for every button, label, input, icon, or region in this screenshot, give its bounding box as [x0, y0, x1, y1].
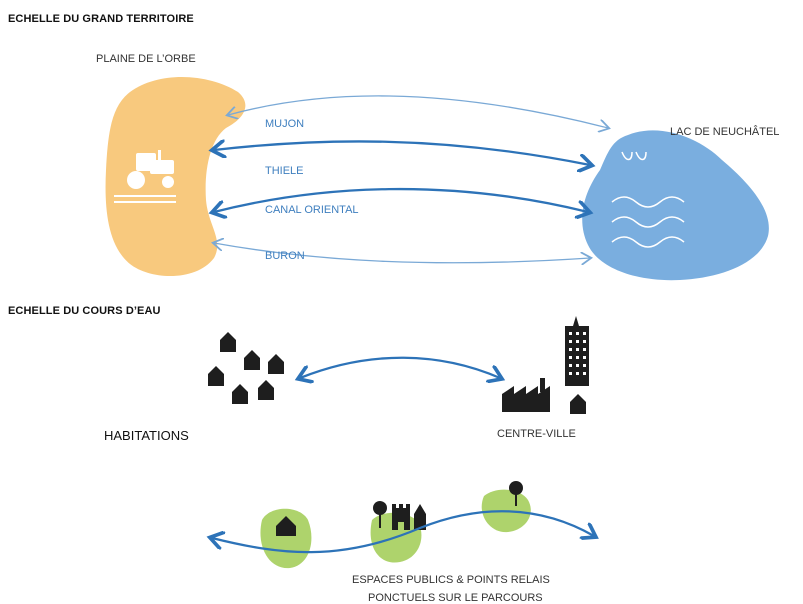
tower-windows-icon: [569, 332, 586, 375]
river-label-mujon: MUJON: [265, 118, 305, 130]
city-icon: [502, 316, 589, 414]
centre-ville-label: CENTRE-VILLE: [497, 428, 576, 440]
river-thiele-arrow: [214, 141, 590, 165]
housing-label: HABITATIONS: [104, 428, 189, 443]
plain-shape: [105, 76, 246, 277]
lake-label: LAC DE NEUCHÂTEL: [670, 126, 780, 138]
tree-icon: [509, 481, 523, 506]
river-mujon-arrow: [228, 95, 608, 128]
river-label-canal-oriental: CANAL ORIENTAL: [265, 204, 359, 216]
public-spaces-label-line2: PONCTUELS SUR LE PARCOURS: [368, 592, 543, 604]
lake-shape: [582, 130, 769, 281]
stream-section-title: ECHELLE DU COURS D’EAU: [8, 305, 161, 317]
river-label-buron: BURON: [265, 250, 305, 262]
territory-section-title: ECHELLE DU GRAND TERRITOIRE: [8, 13, 194, 25]
wave-icon: [611, 151, 685, 248]
river-canal-oriental-arrow: [214, 187, 588, 212]
housing-city-arrow: [300, 356, 500, 378]
houses-icon: [208, 332, 284, 404]
tractor-icon: [114, 150, 176, 203]
river-label-thiele: THIELE: [265, 165, 304, 177]
public-spaces-label-line1: ESPACES PUBLICS & POINTS RELAIS: [352, 574, 550, 586]
plain-label: PLAINE DE L’ORBE: [96, 53, 196, 65]
parcours-arrow: [212, 510, 594, 554]
river-buron-arrow: [214, 243, 590, 263]
